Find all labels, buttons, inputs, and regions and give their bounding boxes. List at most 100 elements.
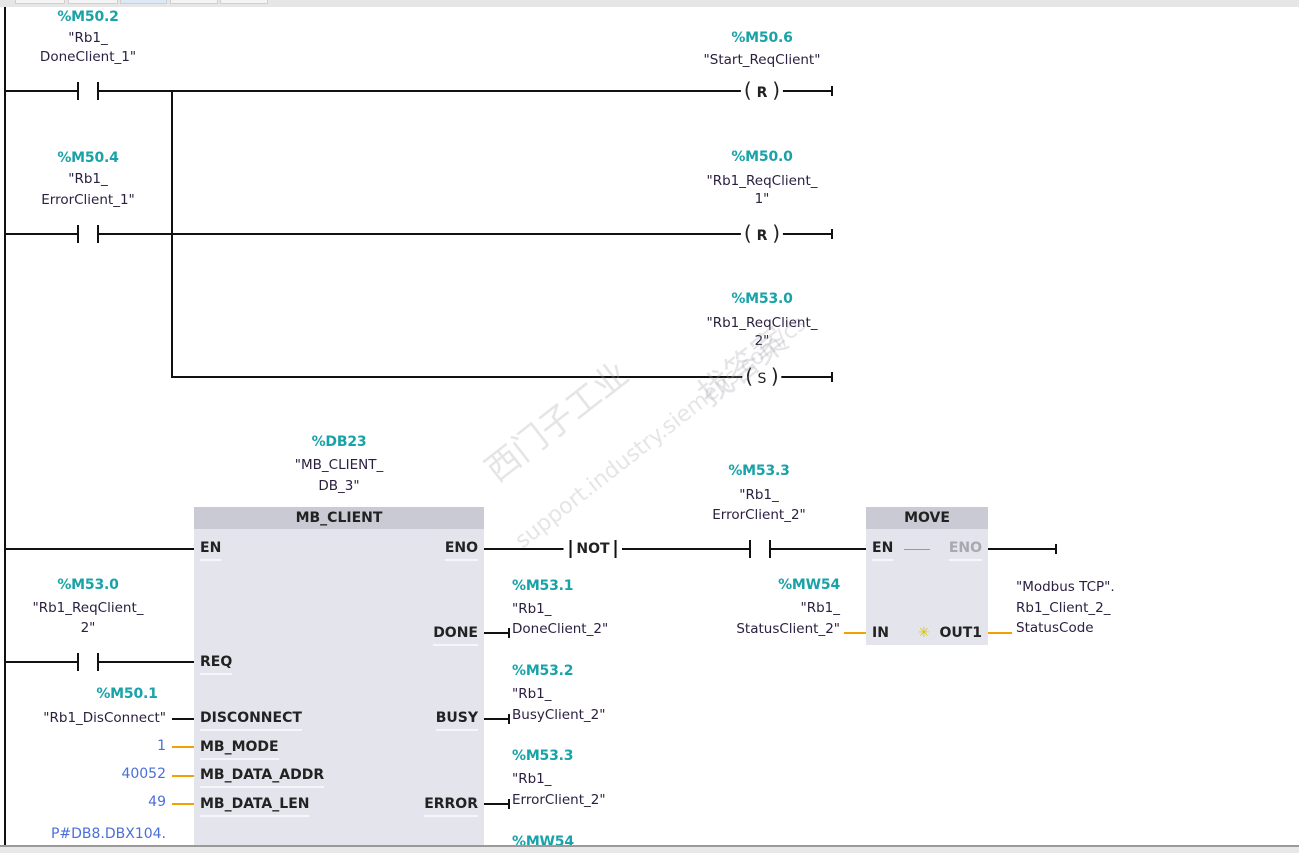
mb-data-len-value[interactable]: 49 — [148, 794, 166, 810]
output-symbol: "Rb1_ — [512, 601, 552, 617]
add-output-icon[interactable]: ✳ — [917, 625, 930, 641]
output-address: %M53.3 — [512, 748, 574, 764]
wire — [622, 548, 750, 550]
move-block[interactable]: MOVE EN ENO IN ✳ OUT1 — [866, 507, 988, 645]
contact-address: %M53.0 — [57, 577, 119, 593]
pin-eno[interactable]: ENO — [948, 540, 982, 561]
wire — [98, 90, 832, 92]
output-symbol: "Modbus TCP". — [1016, 579, 1115, 595]
mb-client-block[interactable]: MB_CLIENT EN ENO DONE REQ DISCONNECT BUS… — [194, 507, 484, 845]
coil-symbol: "Rb1_ReqClient_ — [706, 315, 818, 331]
not-contact[interactable]: NOT — [563, 540, 623, 558]
toolbar-tab[interactable] — [15, 0, 65, 4]
mb-mode-value[interactable]: 1 — [157, 738, 166, 754]
wire — [172, 803, 194, 805]
output-symbol: DoneClient_2" — [512, 621, 609, 637]
output-symbol: Rb1_Client_2_ — [1016, 600, 1111, 616]
no-contact-left[interactable] — [77, 653, 79, 671]
contact-address: %M53.3 — [728, 463, 790, 479]
wire — [988, 548, 1056, 550]
watermark-text: 西门子工业 — [477, 354, 637, 491]
wire — [988, 632, 1012, 634]
output-address: %M53.2 — [512, 663, 574, 679]
wire — [172, 775, 194, 777]
coil-type: R — [756, 85, 768, 101]
branch-wire — [171, 90, 173, 377]
wire-end — [831, 372, 833, 382]
input-symbol: "Rb1_ — [800, 600, 841, 616]
wire — [172, 746, 194, 748]
mb-data-addr-value[interactable]: 40052 — [121, 766, 166, 782]
pin-disconnect[interactable]: DISCONNECT — [200, 710, 302, 731]
toolbar-tab[interactable] — [68, 0, 118, 4]
wire-end — [508, 714, 510, 724]
pin-out1[interactable]: ✳ OUT1 — [917, 625, 982, 641]
output-symbol: BusyClient_2" — [512, 707, 606, 723]
input-symbol: StatusClient_2" — [736, 621, 840, 637]
coil-address: %M50.6 — [731, 30, 793, 46]
output-symbol: "Rb1_ — [512, 771, 552, 787]
wire — [770, 548, 866, 550]
instance-db-symbol: "MB_CLIENT_ — [294, 457, 384, 473]
output-symbol: StatusCode — [1016, 620, 1094, 636]
toolbar-tab[interactable] — [170, 0, 218, 4]
instance-db-address: %DB23 — [311, 434, 367, 450]
wire — [484, 548, 564, 550]
pin-eno[interactable]: ENO — [444, 540, 478, 561]
toolbar-tab-active[interactable] — [120, 0, 167, 4]
contact-symbol: ErrorClient_2" — [712, 507, 806, 523]
no-contact-left[interactable] — [77, 225, 79, 243]
output-symbol: "Rb1_ — [512, 686, 552, 702]
editor-toolbar-strip — [0, 0, 1299, 7]
wire — [484, 632, 508, 634]
wire — [4, 90, 78, 92]
wire — [98, 233, 832, 235]
pin-mb-mode[interactable]: MB_MODE — [200, 739, 279, 760]
block-title: MB_CLIENT — [194, 507, 484, 529]
pin-en[interactable]: EN — [200, 540, 222, 561]
no-contact-left[interactable] — [77, 82, 79, 100]
contact-address: %M50.4 — [57, 150, 119, 166]
wire — [98, 661, 194, 663]
block-title: MOVE — [866, 507, 988, 529]
contact-address: %M50.2 — [57, 9, 119, 25]
toolbar-tab[interactable] — [220, 0, 268, 4]
instance-db-symbol: DB_3" — [318, 478, 360, 494]
coil-type: R — [756, 228, 768, 244]
mb-data-ptr-value[interactable]: P#DB8.DBX104. — [50, 826, 166, 842]
pin-mb-data-addr[interactable]: MB_DATA_ADDR — [200, 767, 325, 788]
pin-in[interactable]: IN — [872, 625, 889, 641]
contact-symbol: DoneClient_1" — [39, 49, 137, 65]
pin-req[interactable]: REQ — [200, 654, 233, 675]
coil-address: %M50.0 — [731, 149, 793, 165]
wire-end — [508, 628, 510, 638]
wire-end — [508, 799, 510, 809]
contact-symbol: 2" — [80, 620, 96, 636]
wire — [4, 233, 78, 235]
pin-en[interactable]: EN — [872, 540, 894, 561]
power-rail — [4, 7, 6, 845]
coil-address: %M53.0 — [731, 291, 793, 307]
contact-symbol: "Rb1_ — [739, 487, 779, 503]
reset-coil[interactable]: ( R ) — [740, 78, 784, 102]
pin-done[interactable]: DONE — [433, 625, 478, 646]
pin-busy[interactable]: BUSY — [435, 710, 478, 731]
wire — [484, 718, 508, 720]
wire-end — [831, 229, 833, 239]
no-contact-left[interactable] — [749, 540, 751, 558]
pin-error[interactable]: ERROR — [424, 796, 478, 817]
wire — [4, 661, 78, 663]
wire-end — [831, 86, 833, 96]
pin-mb-data-len[interactable]: MB_DATA_LEN — [200, 796, 310, 817]
wire — [844, 632, 866, 634]
coil-type: S — [757, 371, 767, 387]
contact-symbol: ErrorClient_1" — [41, 192, 135, 208]
coil-symbol: 2" — [754, 333, 770, 349]
reset-coil[interactable]: ( R ) — [740, 221, 784, 245]
horizontal-scrollbar[interactable] — [0, 845, 1299, 853]
coil-symbol: "Start_ReqClient" — [703, 52, 821, 68]
contact-symbol: "Rb1_ — [68, 30, 108, 46]
set-coil[interactable]: ( S ) — [742, 364, 782, 388]
wire — [172, 718, 194, 720]
output-symbol: ErrorClient_2" — [512, 792, 606, 808]
